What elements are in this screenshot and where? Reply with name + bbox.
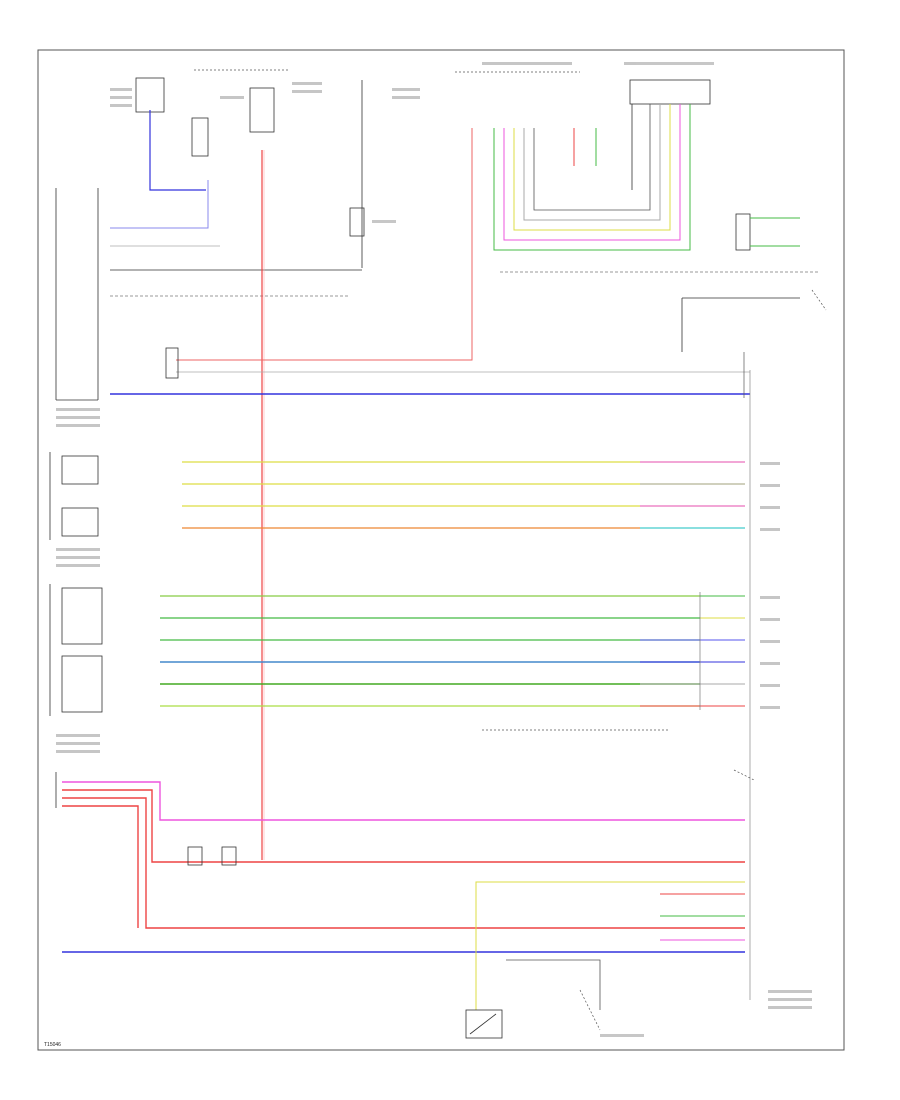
wire-blue-top <box>149 110 206 191</box>
small-components <box>165 289 827 1039</box>
wires <box>62 104 820 1010</box>
diagram-code: T15046 <box>44 1042 61 1048</box>
tiny-labels <box>56 62 812 1037</box>
wire-red-3 <box>62 805 139 928</box>
wire-blue-mid <box>110 180 209 229</box>
left-control-modules <box>49 188 103 808</box>
wire-red-door <box>176 128 473 361</box>
wire-red-2 <box>62 797 745 929</box>
wire-red-1 <box>62 789 745 863</box>
wire-pink <box>62 781 745 821</box>
top-connectors <box>135 69 800 352</box>
diagram-frame <box>37 49 845 1051</box>
